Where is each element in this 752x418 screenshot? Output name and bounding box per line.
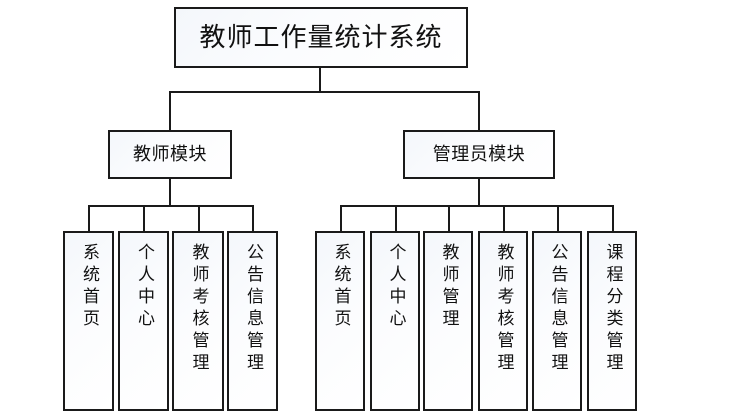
connector-teacher-child-2 (143, 205, 145, 232)
module-node-admin[interactable]: 管理员模块 (403, 130, 555, 179)
leaf-label: 系统首页 (330, 243, 351, 331)
leaf-node-teacher-personal-center[interactable]: 个人中心 (118, 231, 169, 411)
leaf-label: 个人中心 (385, 243, 406, 331)
connector-to-teacher-module (169, 91, 171, 131)
leaf-label: 系统首页 (79, 243, 99, 331)
leaf-label: 教师管理 (438, 243, 459, 331)
connector-admin-child-4 (503, 205, 505, 232)
connector-admin-child-2 (395, 205, 397, 232)
leaf-node-teacher-assessment-mgmt[interactable]: 教师考核管理 (172, 231, 224, 411)
leaf-node-admin-course-category-mgmt[interactable]: 课程分类管理 (587, 231, 637, 411)
connector-teacher-drop (169, 179, 171, 206)
leaf-node-admin-assessment-mgmt[interactable]: 教师考核管理 (478, 231, 528, 411)
connector-admin-child-1 (340, 205, 342, 232)
connector-teacher-bus (88, 205, 254, 207)
root-node-system-title[interactable]: 教师工作量统计系统 (174, 7, 468, 68)
root-node-label: 教师工作量统计系统 (199, 22, 443, 53)
leaf-label: 个人中心 (134, 243, 154, 331)
connector-teacher-child-1 (88, 205, 90, 232)
module-node-teacher[interactable]: 教师模块 (108, 130, 232, 179)
leaf-label: 教师考核管理 (188, 243, 209, 375)
leaf-node-admin-home[interactable]: 系统首页 (315, 231, 365, 411)
leaf-node-admin-teacher-mgmt[interactable]: 教师管理 (423, 231, 473, 411)
connector-teacher-child-4 (252, 205, 254, 232)
leaf-label: 课程分类管理 (602, 243, 623, 375)
leaf-node-teacher-announcement-mgmt[interactable]: 公告信息管理 (227, 231, 278, 411)
connector-root-drop (319, 68, 321, 92)
leaf-label: 教师考核管理 (493, 243, 514, 375)
module-node-admin-label: 管理员模块 (432, 143, 526, 165)
connector-admin-drop (478, 179, 480, 206)
leaf-label: 公告信息管理 (243, 243, 263, 375)
connector-teacher-child-3 (198, 205, 200, 232)
leaf-label: 公告信息管理 (547, 243, 568, 375)
connector-admin-child-3 (448, 205, 450, 232)
connector-to-admin-module (478, 91, 480, 131)
connector-admin-child-5 (557, 205, 559, 232)
connector-admin-bus (340, 205, 614, 207)
module-node-teacher-label: 教师模块 (133, 143, 207, 165)
connector-admin-child-6 (612, 205, 614, 232)
leaf-node-admin-personal-center[interactable]: 个人中心 (370, 231, 420, 411)
leaf-node-teacher-home[interactable]: 系统首页 (63, 231, 114, 411)
leaf-node-admin-announcement-mgmt[interactable]: 公告信息管理 (532, 231, 582, 411)
connector-root-bus (169, 91, 480, 93)
